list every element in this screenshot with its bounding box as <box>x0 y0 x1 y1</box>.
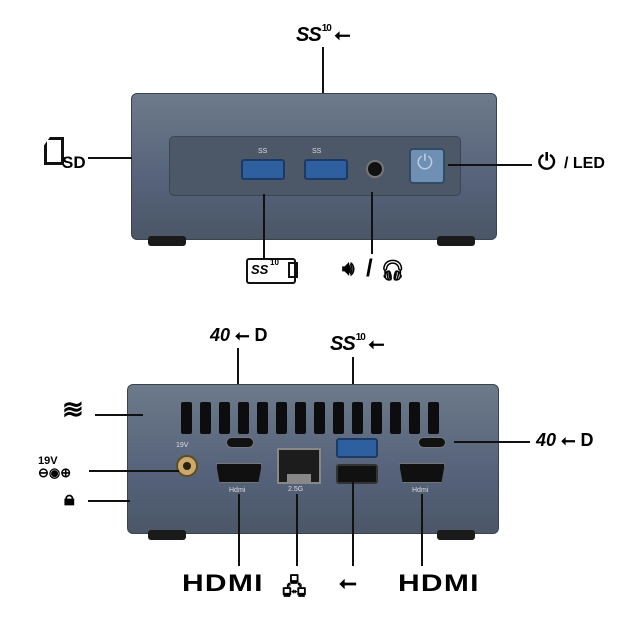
dc-power-jack[interactable] <box>176 455 198 477</box>
vent-slot <box>238 402 249 434</box>
top-usb-leader <box>322 47 324 129</box>
rear-superspeed-gen-label: 10 <box>355 332 366 343</box>
dc-leader <box>89 470 179 472</box>
vent-leader <box>95 414 143 416</box>
power-leader <box>448 164 532 166</box>
top-usb-label: SS10 ⭠ <box>296 23 350 47</box>
vent-slot <box>371 402 382 434</box>
usb-leader <box>352 482 354 566</box>
displayport-icon: D <box>580 430 594 450</box>
rear-hdmi-right-small-label: Hdmi <box>412 487 429 494</box>
vent-slot <box>295 402 306 434</box>
front-usb-ss-label: SS <box>251 262 269 277</box>
power-icon: ⏻ <box>538 149 556 174</box>
tb-right-leader <box>454 441 530 443</box>
rear-hdmi-left-small-label: Hdmi <box>229 487 246 494</box>
sd-card-icon <box>44 137 64 165</box>
rear-thunderbolt-port-right[interactable] <box>418 437 446 448</box>
vent-slot <box>333 402 344 434</box>
ethernet-port[interactable] <box>277 448 321 484</box>
hdmi-right-leader <box>421 494 423 566</box>
tb-left-label: 40 ⭠ D <box>210 325 267 346</box>
front-usb-left-small-label: SS <box>258 148 268 155</box>
superspeed-gen-label: 10 <box>321 23 332 34</box>
vent-slot <box>181 402 192 434</box>
rear-usb-a-port-top[interactable] <box>336 438 378 458</box>
hdmi-left-leader <box>238 494 240 566</box>
led-label: / LED <box>564 155 605 172</box>
vent-slot <box>257 402 268 434</box>
dc-volt-label: 19V <box>38 455 58 467</box>
thunderbolt-speed-label: 40 <box>536 430 557 450</box>
lock-leader <box>88 500 130 502</box>
front-usb-label-box: SS 10 <box>246 258 296 284</box>
vent-slot <box>200 402 211 434</box>
sd-leader <box>88 157 132 159</box>
audio-leader <box>371 192 373 254</box>
power-button[interactable]: ⏻ <box>409 148 445 184</box>
usb-icon: ⭠ <box>339 570 357 595</box>
front-right-foot <box>437 236 475 246</box>
hdmi-right-label: HDMI <box>398 570 480 597</box>
front-usb-gen-label: 10 <box>270 258 279 267</box>
dc-power-icon: ⊖◉⊕ <box>38 465 72 480</box>
vent-slot <box>390 402 401 434</box>
dc-small-label: 19V <box>176 442 189 449</box>
speaker-icon: 🔊︎ <box>342 258 355 280</box>
ethernet-leader <box>296 494 298 566</box>
vent-heat-icon: ≋ <box>62 394 84 424</box>
vent-slot <box>276 402 287 434</box>
vent-slot <box>314 402 325 434</box>
vent-slot <box>219 402 230 434</box>
front-usb-a-port-right[interactable] <box>304 159 348 180</box>
front-usb-leader <box>263 194 265 258</box>
ethernet-icon: 🖧︎ <box>282 574 307 599</box>
rear-right-foot <box>437 530 475 540</box>
headset-icon: 🎧︎ <box>380 260 406 282</box>
thunderbolt-speed-label: 40 <box>210 325 231 345</box>
thunderbolt-icon: ⭠ <box>235 325 250 345</box>
vent-slot <box>428 402 439 434</box>
lan-small-label: 2.5G <box>288 486 304 493</box>
front-usb-right-small-label: SS <box>312 148 322 155</box>
superspeed-usb-icon: ⭠ <box>368 333 384 355</box>
rear-hdmi-port-right[interactable] <box>399 463 445 483</box>
front-usb-a-port-left[interactable] <box>241 159 285 180</box>
rear-usb-top-label: SS10 ⭠ <box>330 332 384 356</box>
rear-left-foot <box>148 530 186 540</box>
rear-hdmi-port-left[interactable] <box>216 463 262 483</box>
rear-superspeed-label: SS <box>330 333 356 355</box>
sd-label: SD <box>62 153 86 172</box>
slash-divider: / <box>366 255 373 282</box>
vent-slot <box>409 402 420 434</box>
vent-slot <box>352 402 363 434</box>
battery-charge-icon <box>288 262 298 278</box>
thunderbolt-icon: ⭠ <box>561 430 576 450</box>
rear-thunderbolt-port-left[interactable] <box>226 437 254 448</box>
hdmi-left-label: HDMI <box>182 570 264 597</box>
superspeed-usb-icon: ⭠ <box>334 24 350 46</box>
front-left-foot <box>148 236 186 246</box>
displayport-icon: D <box>254 325 268 345</box>
power-icon: ⏻ <box>417 152 433 174</box>
rear-usb-a-port-bottom[interactable] <box>336 464 378 484</box>
kensington-lock-icon: 🔒︎ <box>64 488 75 510</box>
superspeed-label: SS <box>296 24 322 46</box>
audio-jack[interactable] <box>366 160 384 178</box>
tb-right-label: 40 ⭠ D <box>536 430 593 451</box>
